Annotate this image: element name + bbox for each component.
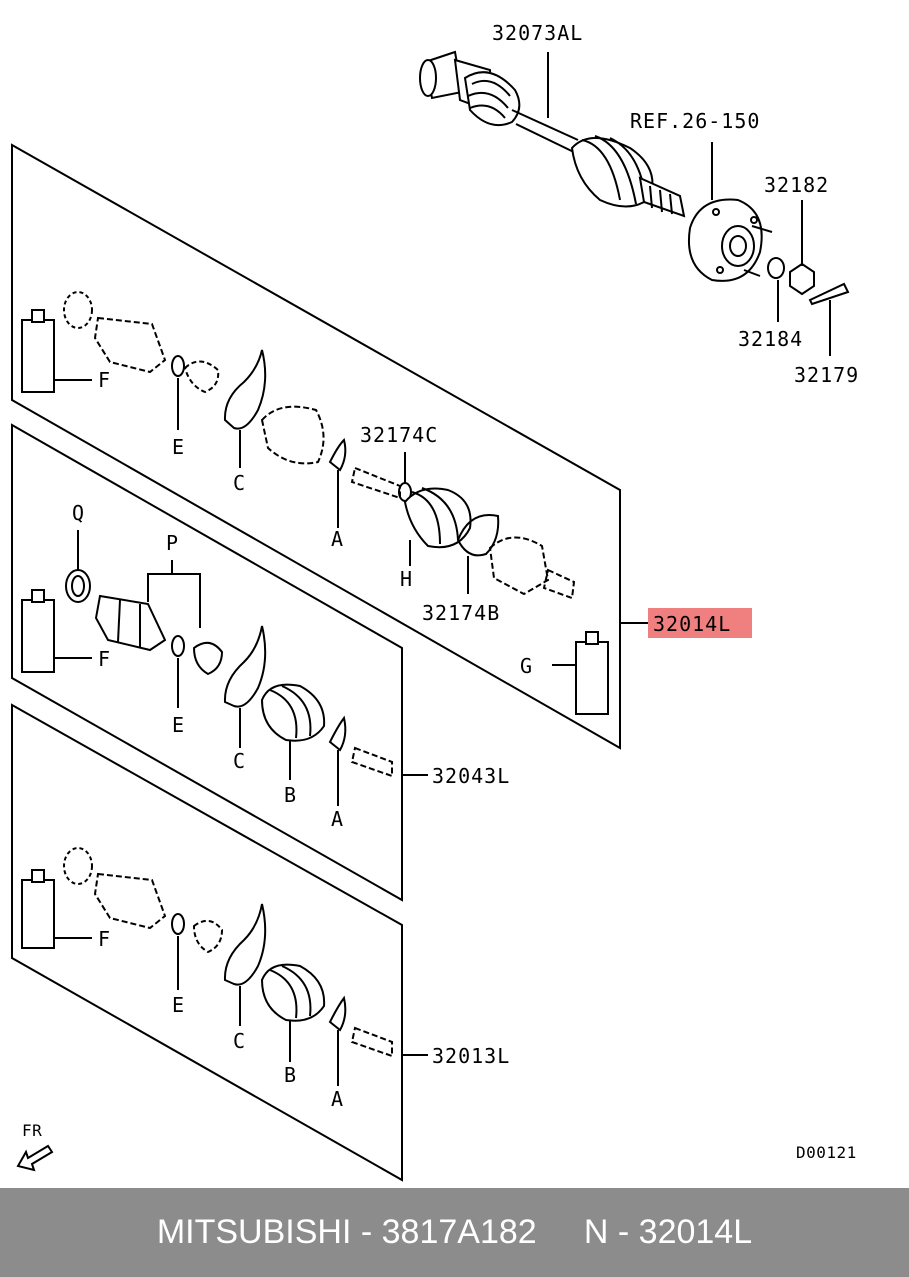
kit-panel-32043l — [11, 423, 403, 902]
exploded-parts-diagram: 32073AL REF.26-150 32182 32184 32179 320… — [11, 21, 859, 1182]
label-c1: C — [233, 471, 246, 495]
label-32043l: 32043L — [432, 764, 510, 788]
label-q: Q — [72, 501, 85, 525]
label-32179: 32179 — [794, 363, 859, 387]
label-a1: A — [331, 527, 344, 551]
label-32014l: 32014L — [653, 612, 731, 636]
hub-nut — [789, 262, 815, 296]
wheel-hub — [688, 198, 773, 282]
footer-part-number: MITSUBISHI - 3817A182 N - 32014L — [156, 1213, 753, 1251]
grease-tube-f3 — [21, 869, 92, 949]
kit-panel-32014l — [11, 143, 621, 750]
label-32182: 32182 — [764, 173, 829, 197]
label-e2: E — [172, 713, 185, 737]
label-f3: F — [98, 927, 111, 951]
grease-tube-g — [552, 631, 609, 715]
label-c3: C — [233, 1029, 246, 1053]
grease-tube-f2 — [21, 589, 92, 673]
label-b3: B — [284, 1063, 297, 1087]
boot-h — [403, 487, 472, 549]
label-e3: E — [172, 993, 185, 1017]
label-h: H — [400, 567, 413, 591]
kit-panel-32013l — [11, 703, 403, 1182]
label-32013l: 32013L — [432, 1044, 510, 1068]
front-arrow-icon — [16, 1144, 54, 1172]
grease-tube-f1 — [21, 309, 92, 393]
drive-shaft-assembly — [419, 50, 686, 218]
label-a3: A — [331, 1087, 344, 1111]
diagram-code: D00121 — [796, 1143, 857, 1162]
label-32174b: 32174B — [422, 601, 500, 625]
label-ref: REF.26-150 — [630, 109, 760, 133]
label-g: G — [520, 654, 533, 678]
label-p: P — [166, 531, 179, 555]
part-highlight — [648, 608, 752, 638]
label-b2: B — [284, 783, 297, 807]
cotter-pin — [808, 282, 850, 306]
label-fr: FR — [22, 1121, 42, 1140]
label-32184: 32184 — [738, 327, 803, 351]
label-f1: F — [98, 368, 111, 392]
label-32174c: 32174C — [360, 423, 438, 447]
washer — [767, 257, 785, 279]
label-f2: F — [98, 647, 111, 671]
label-a2: A — [331, 807, 344, 831]
label-32073al: 32073AL — [492, 21, 583, 45]
footer-bar: MITSUBISHI - 3817A182 N - 32014L — [0, 1188, 909, 1277]
label-e1: E — [172, 435, 185, 459]
label-c2: C — [233, 749, 246, 773]
